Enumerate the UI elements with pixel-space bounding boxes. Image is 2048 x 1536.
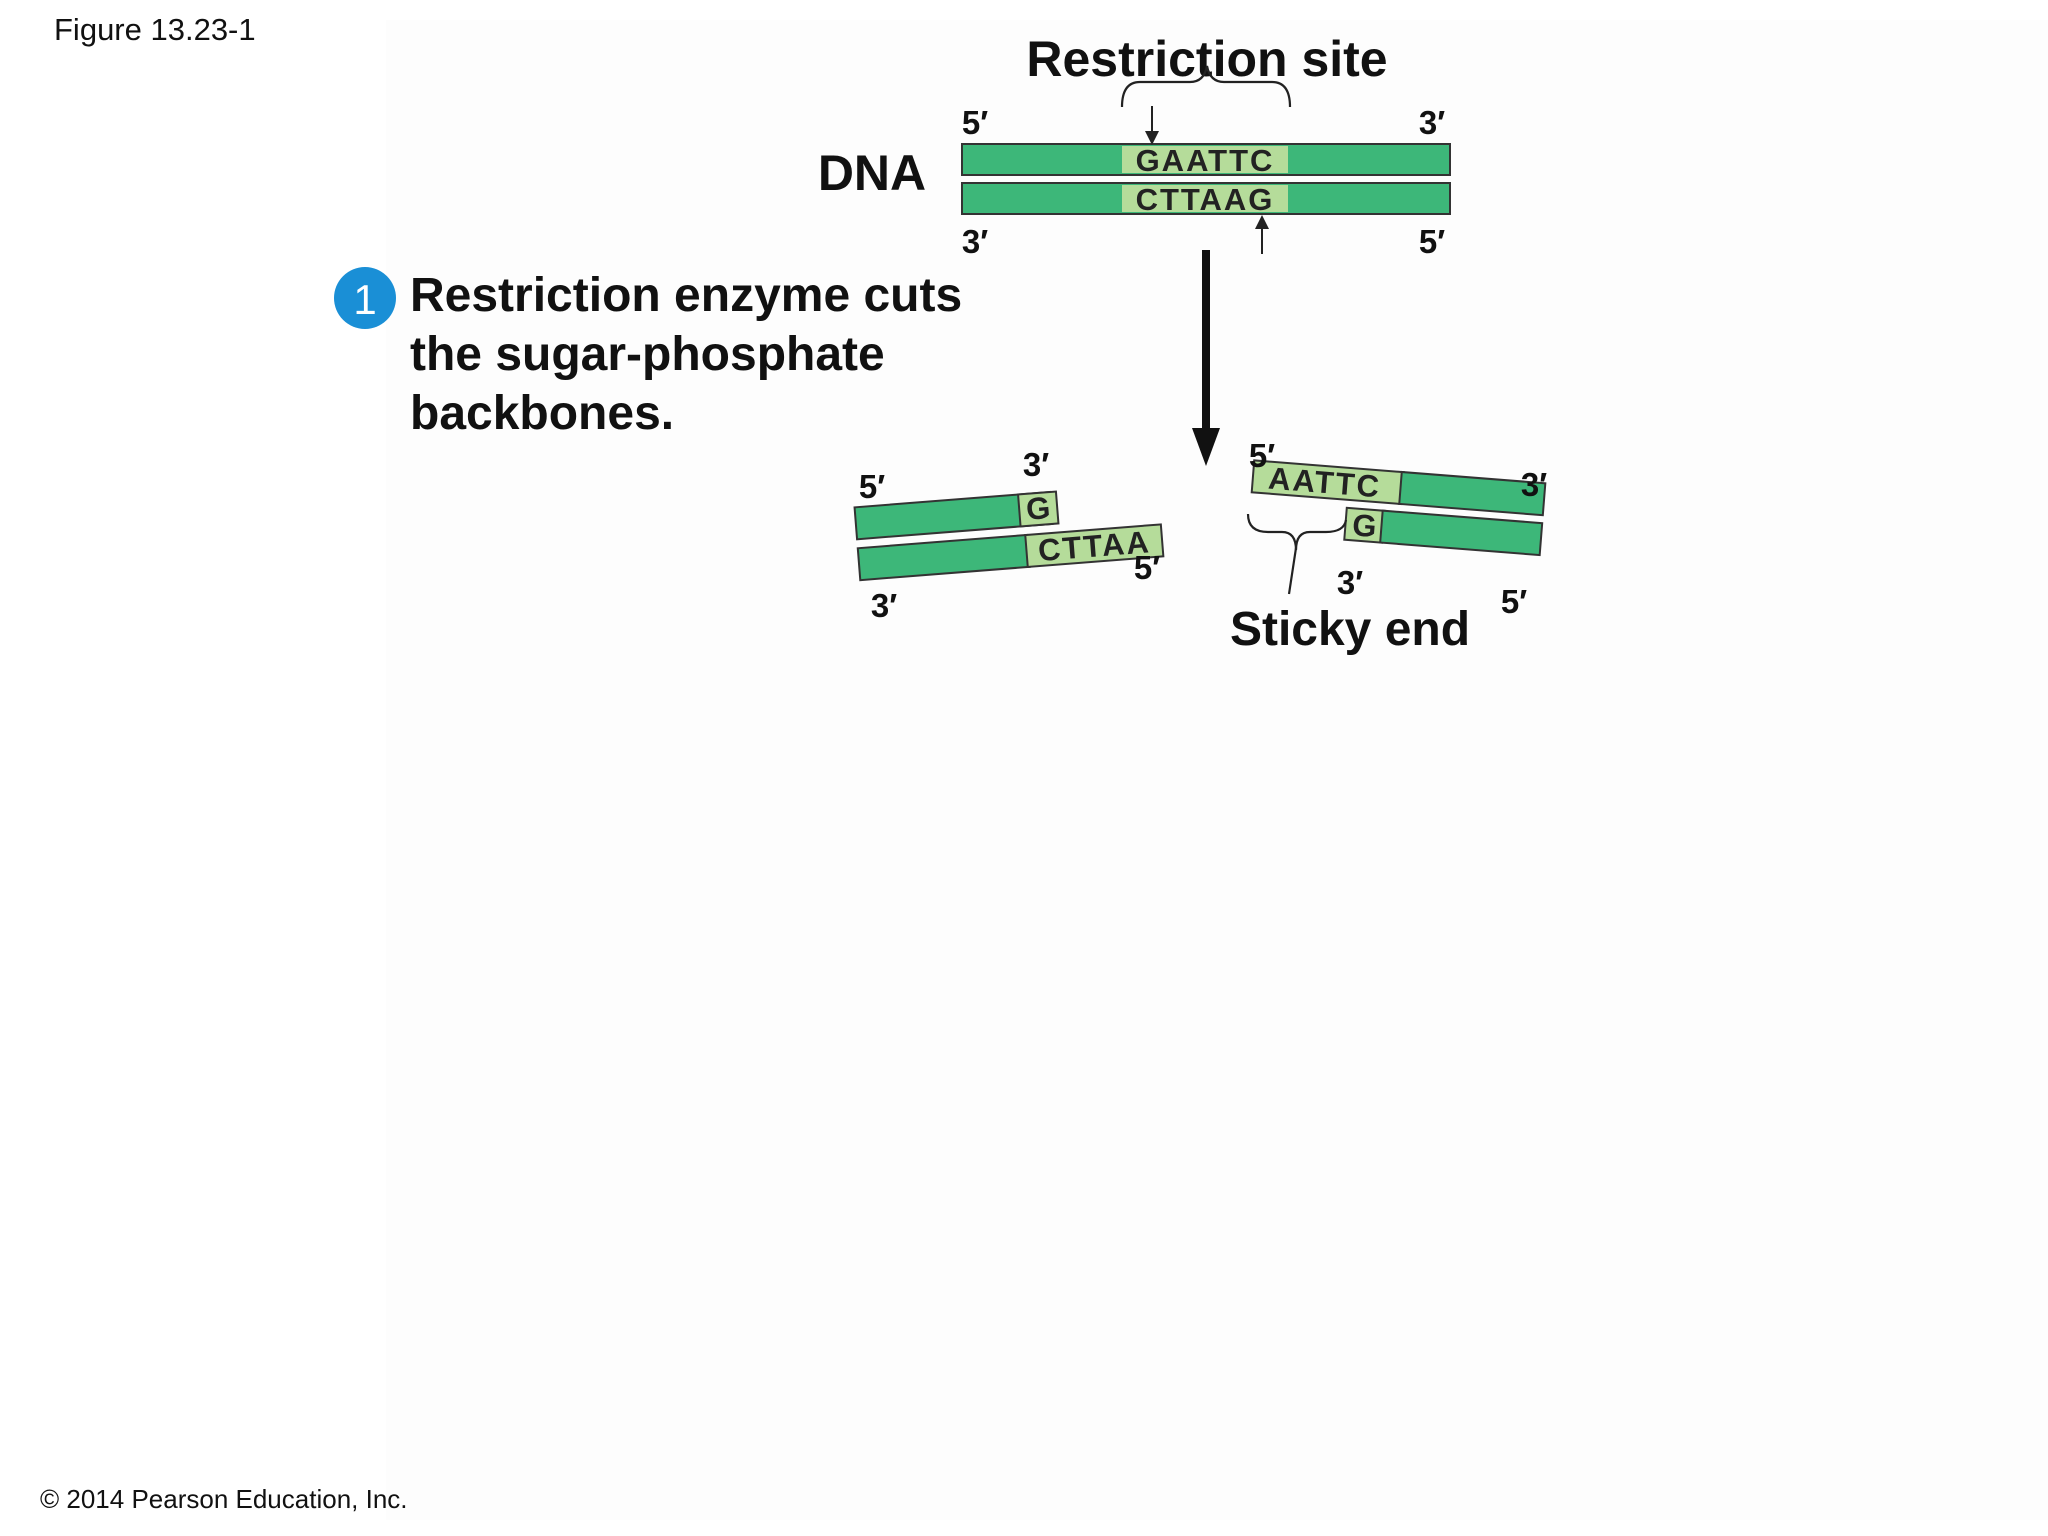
- step-number-badge: [334, 267, 396, 329]
- step-text-line-2: the sugar-phosphate: [410, 328, 885, 381]
- process-arrow-head: [1192, 428, 1220, 466]
- right-fragment-bottom-base: G: [1351, 507, 1378, 544]
- top-strand-5-prime-label: 5′: [962, 104, 988, 141]
- left-fragment-bottom-5-prime-label: 5′: [1134, 549, 1160, 586]
- dna-top-strand: [961, 143, 1451, 176]
- bottom-strand-5-prime-label: 5′: [1419, 223, 1445, 260]
- sticky-end-brace: [1246, 513, 1348, 551]
- restriction-site-brace: [1120, 65, 1292, 108]
- left-fragment-bottom-strand: [856, 533, 1031, 582]
- figure-number: Figure 13.23-1: [54, 12, 256, 47]
- right-fragment-bottom-3-prime-label: 3′: [1337, 564, 1363, 601]
- step-text-line-1: Restriction enzyme cuts: [410, 269, 962, 322]
- step-number: 1: [353, 276, 376, 323]
- right-fragment-5-prime-label: 5′: [1249, 437, 1275, 474]
- left-fragment-3-prime-label: 3′: [1023, 446, 1049, 483]
- right-fragment: AATTC G: [1250, 459, 1547, 557]
- left-fragment-bottom-sticky: [1024, 523, 1165, 569]
- left-fragment-5-prime-label: 5′: [859, 468, 885, 505]
- top-strand-sequence: GAATTC: [1136, 143, 1275, 178]
- restriction-site-label: Restriction site: [1026, 31, 1387, 87]
- step-text-line-3: backbones.: [410, 387, 674, 440]
- right-fragment-bottom-strand: [1379, 509, 1544, 557]
- dna-label: DNA: [818, 145, 926, 201]
- left-fragment-top-sticky: [1016, 490, 1060, 528]
- top-strand-3-prime-label: 3′: [1419, 104, 1445, 141]
- sticky-end-label: Sticky end: [1230, 603, 1470, 656]
- dna-bottom-strand: [961, 182, 1451, 215]
- bottom-strand-sequence: CTTAAG: [1136, 182, 1275, 217]
- right-fragment-3-prime-label: 3′: [1521, 466, 1547, 503]
- left-fragment: G CTTAA: [853, 490, 1165, 582]
- right-fragment-top-sequence: AATTC: [1267, 461, 1382, 505]
- sticky-end-pointer: [1287, 547, 1298, 595]
- copyright-notice: © 2014 Pearson Education, Inc.: [40, 1484, 408, 1514]
- left-fragment-bottom-3-prime-label: 3′: [871, 587, 897, 624]
- page-background: [386, 20, 2048, 1520]
- bottom-strand-3-prime-label: 3′: [962, 223, 988, 260]
- right-fragment-top-strand: [1398, 470, 1547, 517]
- right-fragment-bottom-5-prime-label: 5′: [1501, 583, 1527, 620]
- left-fragment-top-base: G: [1025, 490, 1052, 527]
